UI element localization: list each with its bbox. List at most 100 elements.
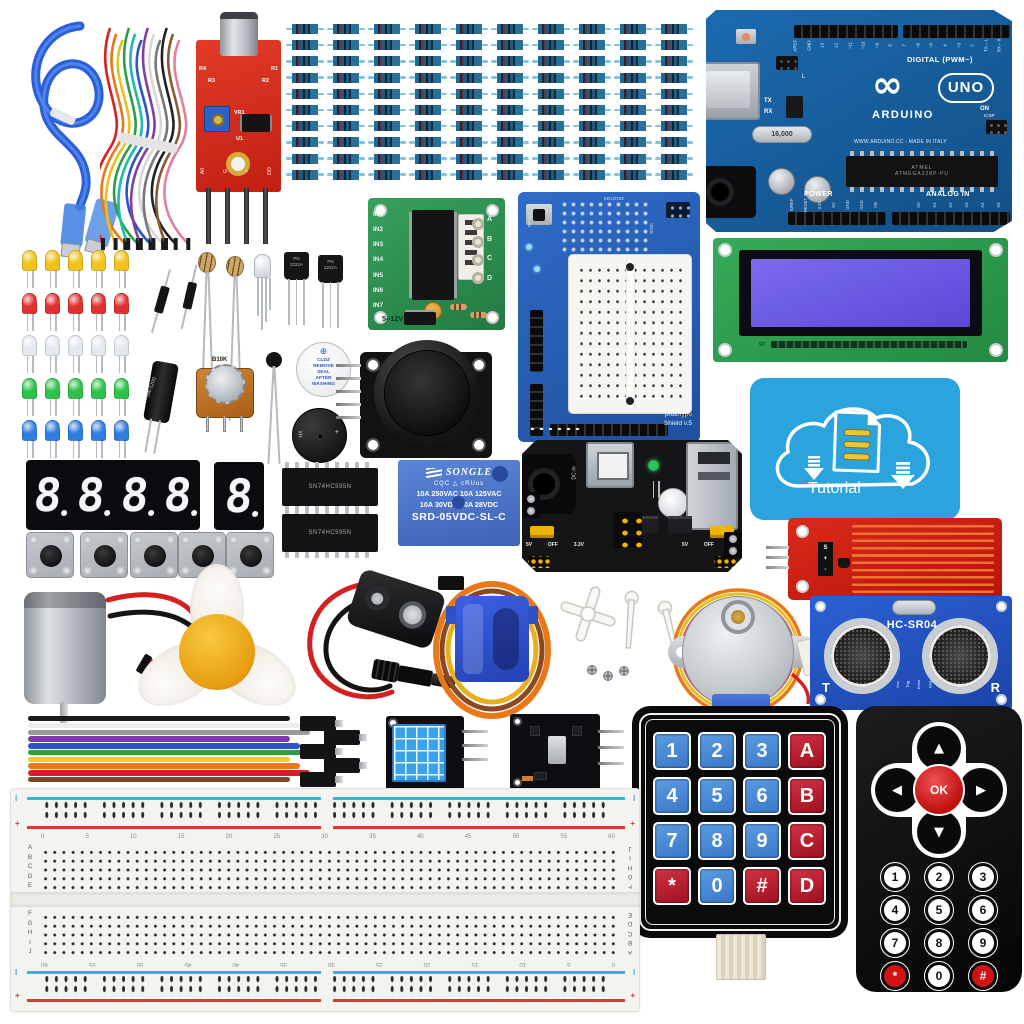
crystal-16mhz: 16,000 bbox=[752, 126, 812, 143]
resistor bbox=[368, 56, 406, 67]
output-pins bbox=[528, 556, 550, 568]
column-number: 50 bbox=[512, 834, 520, 840]
remote-button-glyph: 4 bbox=[884, 899, 906, 921]
led bbox=[45, 420, 60, 458]
row-letter: D bbox=[627, 920, 633, 927]
digital-header-2 bbox=[903, 25, 1010, 38]
remote-button-0: 0 bbox=[924, 961, 954, 991]
ribbon-wire bbox=[28, 770, 310, 776]
pin-label: ~5 bbox=[928, 42, 934, 49]
pin-label: 8 bbox=[887, 44, 893, 47]
component bbox=[530, 726, 540, 736]
mounting-hole bbox=[472, 438, 486, 452]
made-in-italy: WWW.ARDUINO.CC - MADE IN ITALY bbox=[854, 139, 947, 145]
resistor bbox=[327, 121, 365, 132]
ribbon-wire bbox=[28, 743, 300, 749]
mounting-hole bbox=[226, 152, 250, 176]
icsp-header bbox=[986, 120, 1007, 134]
seal-line: WASHING bbox=[312, 382, 335, 388]
wire-tip bbox=[123, 238, 128, 250]
download-arrow-left bbox=[804, 456, 824, 480]
pin-label: AREF bbox=[792, 39, 798, 52]
led bbox=[114, 250, 129, 288]
mini-breadboard bbox=[568, 254, 692, 414]
lcd-bezel bbox=[739, 250, 982, 336]
resistor bbox=[573, 153, 611, 164]
remote-button-1: 1 bbox=[880, 862, 910, 892]
push-button bbox=[226, 532, 274, 578]
resistor bbox=[368, 121, 406, 132]
column-number: 25 bbox=[375, 961, 383, 967]
resistor bbox=[286, 88, 324, 99]
input-label: IN4 bbox=[373, 256, 384, 264]
rail-mark: I bbox=[15, 967, 18, 976]
stepper-shaft bbox=[721, 600, 755, 634]
ribbon-wire bbox=[28, 749, 310, 756]
pin-label: Gnd bbox=[927, 680, 933, 689]
ribbon-wire bbox=[28, 736, 290, 742]
lcd-screen bbox=[751, 259, 970, 327]
column-number: 30 bbox=[328, 961, 335, 967]
column-number: 10 bbox=[519, 961, 527, 967]
remote-button-glyph: 3 bbox=[972, 866, 994, 888]
pin-label: 3.3V bbox=[817, 200, 822, 210]
jumper-wires bbox=[100, 27, 191, 250]
resistor-grid bbox=[286, 24, 697, 186]
arduino-brand: ARDUINO bbox=[872, 109, 934, 121]
transducer-receive bbox=[922, 618, 998, 694]
resistor bbox=[614, 24, 652, 34]
pin-label: ~6 bbox=[914, 42, 920, 49]
relay-module: SONGLE CQC △ cRUus 10A 250VAC 10A 125VAC… bbox=[398, 460, 520, 546]
jumper-wire bbox=[117, 33, 144, 245]
pin-label: 13 bbox=[819, 42, 825, 49]
remote-button-glyph: 6 bbox=[972, 899, 994, 921]
joystick-cap bbox=[374, 340, 480, 446]
diode bbox=[180, 264, 198, 330]
row-letter: J bbox=[628, 845, 632, 851]
mounting-hole bbox=[513, 717, 522, 726]
voltage-regulator bbox=[668, 516, 692, 533]
jumper-wire bbox=[112, 27, 139, 245]
led bbox=[68, 250, 83, 288]
column-number: 35 bbox=[369, 834, 376, 840]
resistor bbox=[450, 121, 488, 132]
seven-segment-1digit: 8 bbox=[214, 462, 264, 530]
label-r2: R2 bbox=[261, 78, 269, 84]
resistor bbox=[614, 153, 652, 164]
resistor bbox=[450, 137, 488, 148]
led bbox=[91, 250, 106, 288]
pin-label: GND bbox=[805, 40, 811, 51]
column-number: 45 bbox=[464, 834, 472, 840]
row-letter: B bbox=[27, 854, 32, 861]
dupont-plug bbox=[300, 716, 343, 731]
remote-button-glyph: 9 bbox=[972, 932, 994, 954]
dupont-plug bbox=[324, 758, 367, 773]
resistor bbox=[450, 24, 488, 34]
led bbox=[114, 292, 129, 331]
mounting-hole bbox=[374, 204, 387, 217]
led bbox=[45, 292, 60, 331]
resistor bbox=[573, 137, 611, 148]
column-number: 15 bbox=[471, 961, 479, 967]
input-label: IN5 bbox=[373, 271, 384, 279]
left-button: ◀ bbox=[875, 768, 919, 812]
pin-label: ~3 bbox=[955, 42, 961, 49]
resistor bbox=[450, 169, 488, 180]
remote-button-2: 2 bbox=[924, 862, 954, 892]
column-number: 55 bbox=[88, 961, 96, 967]
resistor bbox=[368, 72, 406, 83]
resistor bbox=[286, 72, 324, 83]
pin-label: 4 bbox=[942, 44, 948, 47]
output-label: C bbox=[487, 255, 493, 263]
pin-label: Vcc bbox=[894, 681, 900, 688]
digital-label: DIGITAL (PWM~) bbox=[906, 55, 974, 64]
water-level-sensor: S+- bbox=[766, 518, 1002, 600]
polarity-label: + bbox=[334, 429, 339, 436]
seal-line: SEAL bbox=[317, 370, 330, 376]
remote-button-8: 8 bbox=[924, 928, 954, 958]
seal-line: CLDZ bbox=[317, 358, 330, 364]
led bbox=[91, 335, 106, 373]
